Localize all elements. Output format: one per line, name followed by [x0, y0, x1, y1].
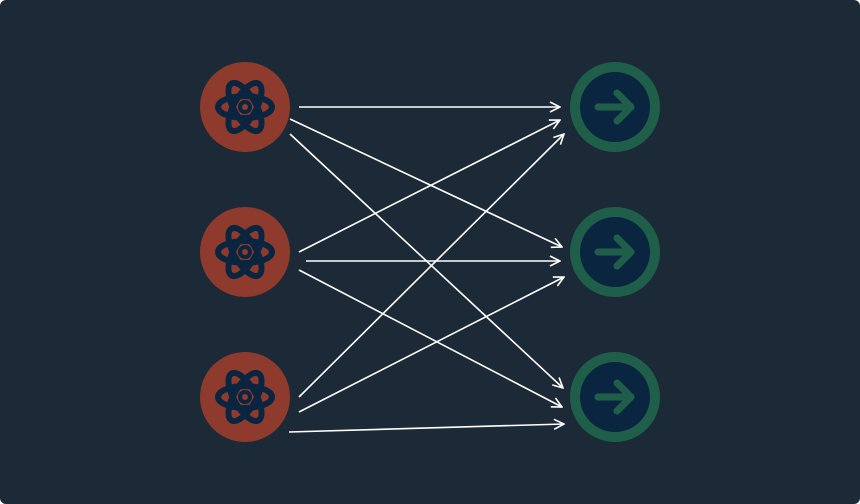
- source-1-node[interactable]: [200, 62, 290, 152]
- source-1-circle: [200, 62, 290, 152]
- edge-3-to-2: [298, 277, 564, 413]
- edges-layer: [288, 107, 564, 433]
- source-2-circle: [200, 207, 290, 297]
- target-2-node[interactable]: [570, 207, 660, 297]
- edge-2-to-3: [298, 269, 562, 407]
- target-3-node[interactable]: [570, 352, 660, 442]
- source-3-node[interactable]: [200, 352, 290, 442]
- arrow-right-circle-icon: [594, 89, 635, 125]
- target-1-node[interactable]: [570, 62, 660, 152]
- arrow-right-circle-icon: [594, 379, 635, 415]
- arrow-right-circle-icon: [594, 234, 635, 270]
- edge-3-to-3: [288, 424, 564, 433]
- edge-2-to-1: [298, 120, 560, 253]
- edge-3-to-1: [298, 134, 564, 398]
- source-3-circle: [200, 352, 290, 442]
- source-2-node[interactable]: [200, 207, 290, 297]
- edge-1-to-2: [289, 118, 562, 247]
- nodes-layer: [200, 62, 660, 442]
